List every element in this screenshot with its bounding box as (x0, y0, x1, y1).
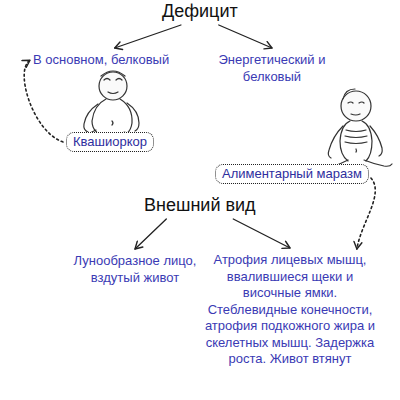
dotted-arrow (24, 60, 63, 142)
arrow-connector (219, 25, 272, 48)
arrow-connector (135, 219, 166, 249)
appearance-text: Лунообразное лицо, вздутый живот (65, 253, 205, 286)
node-text: Лунообразное лицо, вздутый живот (65, 253, 205, 286)
deficit-type-text: В основном, белковый (33, 52, 169, 69)
node-text: Внешний вид (144, 194, 256, 216)
dotted-arrow (357, 178, 375, 249)
node-text: В основном, белковый (33, 52, 169, 69)
node-text: Алиментарный маразм (222, 166, 362, 182)
disease-label-box: Квашиоркор (66, 132, 154, 152)
appearance-text: Атрофия лицевых мышц, ввалившиеся щеки и… (202, 252, 378, 368)
deficit-type-text: Энергетический и белковый (197, 52, 347, 85)
node-text: Дефицит (162, 0, 238, 22)
node-text: Атрофия лицевых мышц, ввалившиеся щеки и… (202, 252, 378, 368)
marasmus-child (320, 89, 392, 169)
disease-label-box: Алиментарный маразм (215, 164, 369, 184)
arrow-connector (233, 219, 290, 248)
category-heading: Дефицит (162, 0, 238, 22)
node-text: Энергетический и белковый (197, 52, 347, 85)
arrow-connector (115, 25, 181, 48)
category-heading: Внешний вид (144, 194, 256, 216)
node-text: Квашиоркор (73, 134, 147, 150)
